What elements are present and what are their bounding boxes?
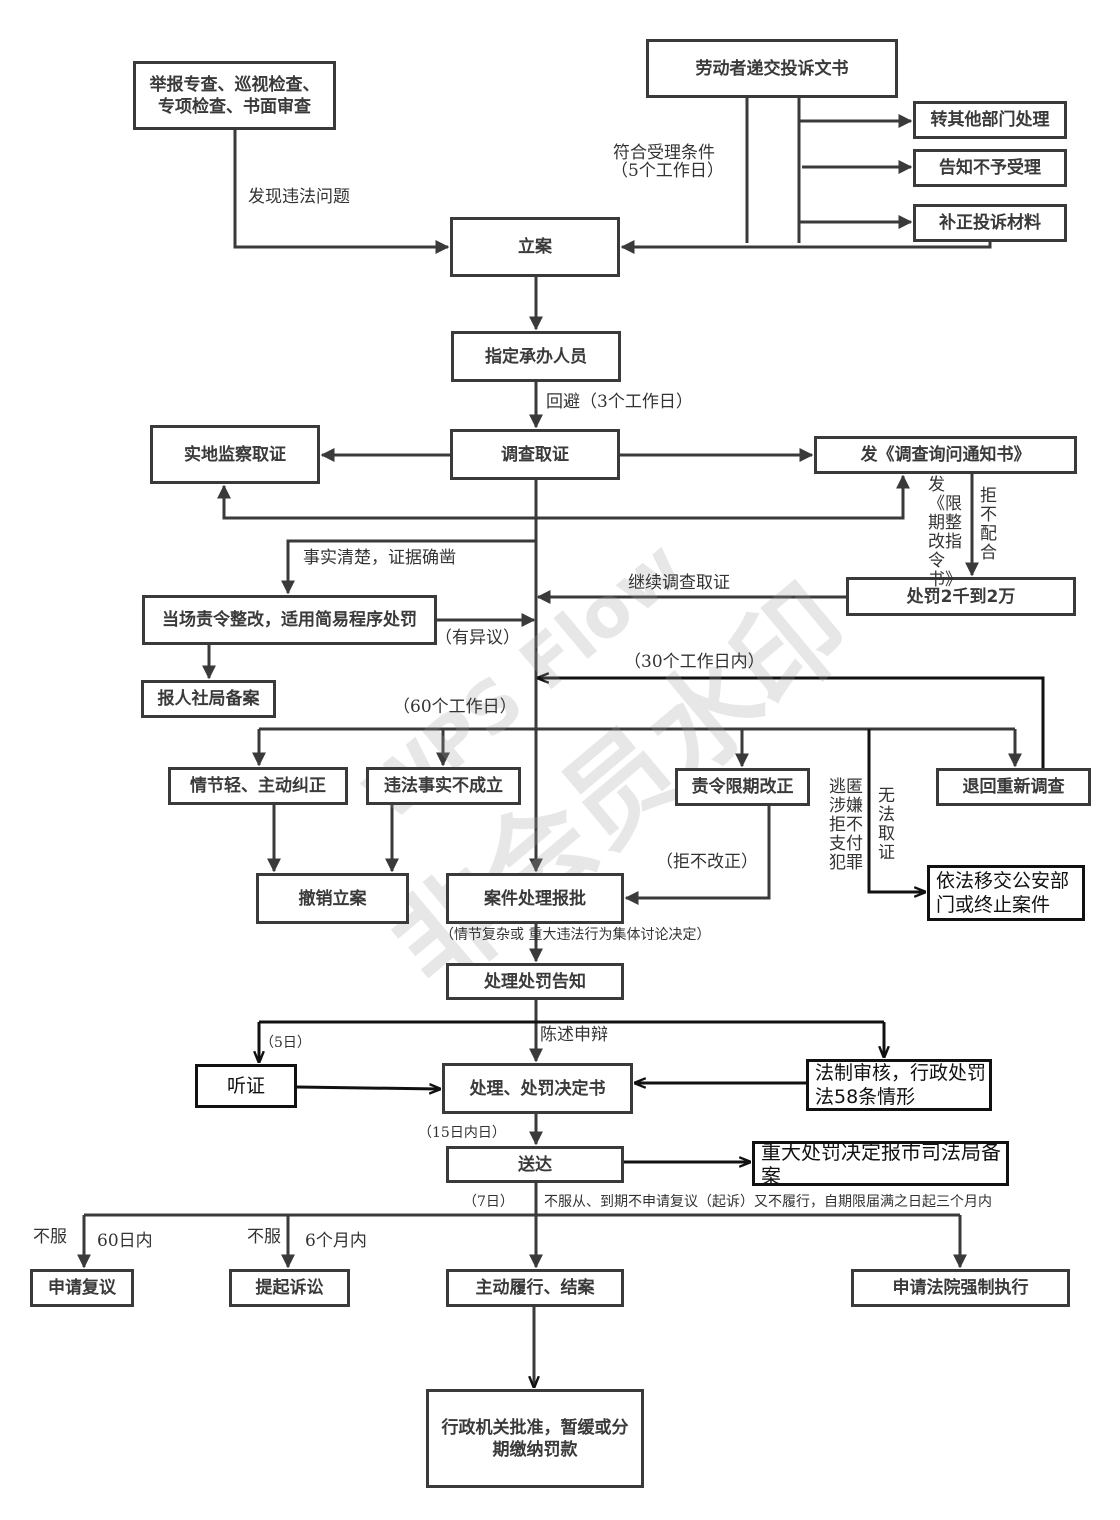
node-complaint: 劳动者递交投诉文书	[646, 39, 898, 98]
node-approval: 案件处理报批	[446, 873, 624, 924]
node-lawsuit: 提起诉讼	[229, 1269, 350, 1307]
label-five-workdays: （5个工作日）	[611, 161, 724, 181]
node-inspection: 举报专查、巡视检查、专项检查、书面审查	[133, 61, 336, 130]
connector-police-branch	[867, 729, 925, 892]
label-found-violation: 发现违法问题	[248, 187, 350, 207]
label-refuse-cooperate: 拒不配合	[980, 486, 997, 563]
label-sixty-workdays: （60个工作日）	[393, 697, 517, 717]
label-fifteen-days: （15日内日）	[418, 1125, 506, 1141]
node-transfer: 转其他部门处理	[913, 101, 1067, 139]
label-non-compliance: 不服从、到期不申请复议（起诉）又不履行，自期限届满之日起三个月内	[544, 1194, 992, 1210]
label-crime-suspect: 逃匿涉嫌拒不支付犯罪	[829, 777, 863, 873]
label-seven-days: （7日）	[463, 1194, 514, 1210]
node-site-evidence: 实地监察取证	[150, 425, 320, 484]
label-disagree-1: 不服	[33, 1227, 67, 1247]
node-revoke: 撤销立案	[256, 873, 409, 924]
node-notice: 发《调查询问通知书》	[814, 436, 1077, 474]
label-disagree-2: 不服	[247, 1227, 281, 1247]
label-recusal: 回避（3个工作日）	[546, 392, 693, 412]
node-assign: 指定承办人员	[451, 331, 621, 382]
node-not-established: 违法事实不成立	[366, 767, 521, 805]
node-reinvestigate: 退回重新调查	[936, 768, 1091, 806]
label-six-months: 6个月内	[305, 1231, 367, 1251]
node-defer-payment: 行政机关批准，暂缓或分期缴纳罚款	[426, 1389, 644, 1488]
node-investigate: 调查取证	[450, 429, 620, 480]
connector-loop-up-site	[217, 484, 536, 520]
node-hearing: 听证	[195, 1064, 297, 1108]
label-refuse-correct: （拒不改正）	[656, 852, 758, 872]
node-deliver: 送达	[446, 1146, 624, 1183]
label-sixty-days: 60日内	[97, 1231, 153, 1251]
connector-thirty-loop	[538, 678, 1045, 768]
label-continue-investigation: 继续调查取证	[628, 573, 730, 593]
label-objection: （有异议）	[435, 628, 520, 648]
label-meets-conditions: 符合受理条件	[613, 143, 715, 163]
node-major-filing: 重大处罚决定报市司法局备案	[752, 1140, 1009, 1188]
node-legal-review: 法制审核，行政处罚法58条情形	[806, 1059, 992, 1111]
node-reconsider: 申请复议	[30, 1269, 134, 1307]
connector-inspection-to-register	[233, 130, 450, 254]
node-onsite-correct: 当场责令整改，适用简易程序处罚	[142, 595, 437, 645]
node-reject: 告知不予受理	[913, 149, 1067, 187]
node-register: 立案	[450, 217, 620, 277]
node-minor: 情节轻、主动纠正	[168, 767, 348, 805]
node-supplement: 补正投诉材料	[913, 204, 1067, 242]
node-decision: 处理、处罚决定书	[442, 1063, 633, 1114]
node-comply: 主动履行、结案	[446, 1269, 624, 1307]
label-thirty-workdays: （30个工作日内）	[624, 652, 765, 672]
node-order-correct: 责令限期改正	[675, 768, 810, 806]
node-penalty-notice: 处理处罚告知	[446, 963, 624, 1000]
node-report-hr: 报人社局备案	[141, 680, 276, 718]
connector-facts-to-onsite	[281, 539, 536, 595]
label-rectify-order: 发《限期整改指令书》	[928, 475, 962, 590]
connector-loop-up-notice	[536, 474, 910, 520]
node-police: 依法移交公安部门或终止案件	[927, 865, 1085, 921]
label-facts-clear: 事实清楚，证据确凿	[303, 548, 456, 568]
node-enforce: 申请法院强制执行	[851, 1269, 1070, 1307]
connector-order-to-approval	[624, 806, 771, 905]
label-five-days: （5日）	[260, 1035, 311, 1051]
label-no-evidence: 无法取证	[878, 786, 895, 863]
connector-hearing-to-decision	[296, 1087, 440, 1089]
label-statement: 陈述申辩	[540, 1025, 608, 1045]
label-collective: （情节复杂或 重大违法行为集体讨论决定）	[440, 927, 711, 943]
connector-complaint-to-register	[620, 240, 992, 254]
node-fine: 处罚2千到2万	[846, 577, 1076, 616]
